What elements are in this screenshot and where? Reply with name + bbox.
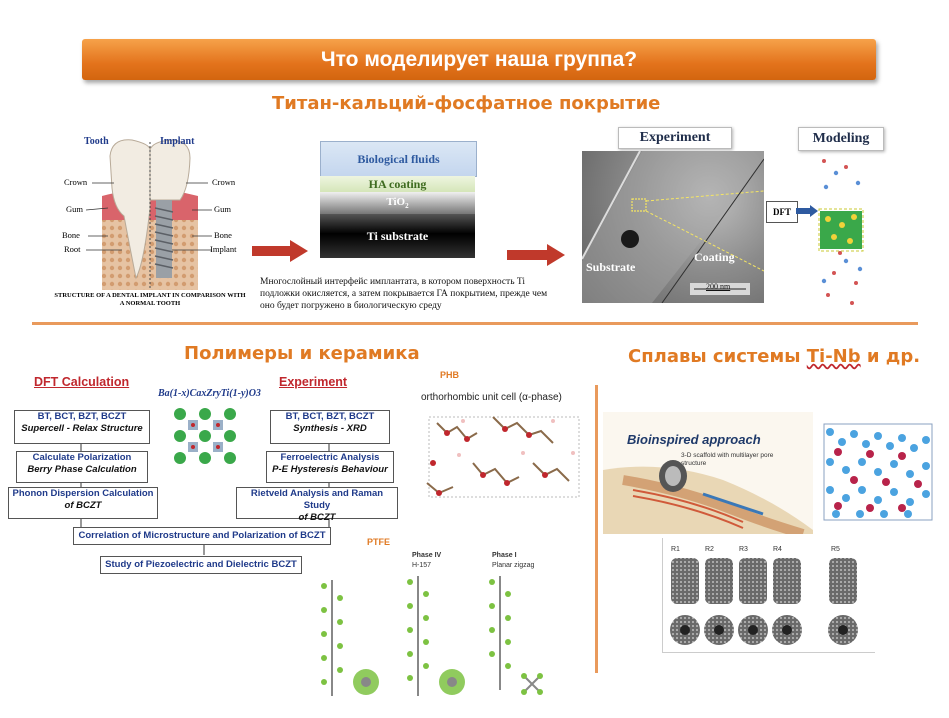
layer-biological-fluids: Biological fluids xyxy=(320,141,477,177)
left-label-root: Root xyxy=(64,244,81,254)
scaffold-label-r3: R3 xyxy=(739,546,748,553)
section-vertical-divider xyxy=(595,385,598,673)
tem-micrograph-panel: Experiment Substrate Coating 200 nm xyxy=(581,127,765,304)
slide-title-bar: Что моделирует наша группа? xyxy=(82,39,876,80)
section-title-polymers: Полимеры и керамика xyxy=(184,343,420,364)
tem-texture xyxy=(581,150,765,304)
modeling-label: Modeling xyxy=(798,127,884,151)
dft-calculation-heading: DFT Calculation xyxy=(34,375,130,389)
slide-title: Что моделирует наша группа? xyxy=(320,47,638,71)
arrow-right-icon xyxy=(252,240,308,262)
bczt-formula: Ba(1-x)CaxZryTi(1-y)O3 xyxy=(158,388,261,399)
phb-cell-label: orthorhombic unit cell (α-phase) xyxy=(421,392,562,403)
tem-image: Substrate Coating 200 nm xyxy=(581,150,765,304)
tooth-implant-figure: Tooth Implant Crown Gum Bone Root Crown … xyxy=(52,128,248,308)
phb-unit-cell-panel: orthorhombic unit cell (α-phase) xyxy=(413,392,593,510)
layer-ti-substrate: Ti substrate xyxy=(320,214,475,258)
scaffold-label-r5: R5 xyxy=(831,546,840,553)
modeling-panel: Modeling DFT xyxy=(764,127,884,309)
tooth-label: Tooth xyxy=(84,136,109,147)
scaffolds-panel: R1 R2 R3 R4 R5 xyxy=(662,538,875,653)
phb-molecule-structure xyxy=(426,416,580,498)
perovskite-structure-icon xyxy=(174,408,236,464)
experiment-label: Experiment xyxy=(618,127,732,149)
right-label-gum: Gum xyxy=(214,204,231,214)
section-divider xyxy=(32,322,918,325)
ptfe-chains xyxy=(321,576,543,696)
phase4-label: Phase IV xyxy=(412,552,442,559)
phase4-sub-label: H-157 xyxy=(412,562,432,569)
right-label-crown: Crown xyxy=(212,177,236,187)
left-label-crown: Crown xyxy=(64,177,88,187)
left-label-bone: Bone xyxy=(62,230,80,240)
bioinspired-title: Bioinspired approach xyxy=(627,432,761,447)
layer-fluids-label: Biological fluids xyxy=(357,151,440,166)
right-label-implant: Implant xyxy=(210,244,237,254)
tooth-implant-illustration xyxy=(85,139,212,290)
scaffold-note: 3-D scaffold with multilayer pore struct… xyxy=(681,452,774,467)
arrow-right-icon xyxy=(796,205,818,217)
scaffold-label-r4: R4 xyxy=(773,546,782,553)
tooth-figure-caption: STRUCTURE OF A DENTAL IMPLANT IN COMPARI… xyxy=(54,292,246,307)
bioinspired-panel: Bioinspired approach 3-D scaffold with m… xyxy=(603,412,813,534)
layer-tio2: TiO2 xyxy=(320,192,475,214)
phase1-label: Phase I xyxy=(492,552,517,559)
layer-ti-label: Ti substrate xyxy=(366,228,429,243)
scaffold-cylinders-illustration xyxy=(670,558,858,645)
section-title-coating: Титан-кальций-фосфатное покрытие xyxy=(272,93,661,114)
alloy-lattice-structure xyxy=(823,423,933,521)
flow-box-correlation: Correlation of Microstructure and Polari… xyxy=(73,527,331,545)
scaffold-label-r1: R1 xyxy=(671,546,680,553)
flow-box-piezoelectric: Study of Piezoelectric and Dielectric BC… xyxy=(100,556,302,574)
layer-ha-coating: HA coating xyxy=(320,176,475,192)
scaffold-label-r2: R2 xyxy=(705,546,714,553)
atomistic-model xyxy=(818,159,864,305)
phase1-sub-label: Planar zigzag xyxy=(492,562,535,569)
bone-scaffold-illustration xyxy=(603,460,813,534)
ptfe-label: PTFE xyxy=(367,537,391,547)
phb-label: PHB xyxy=(440,370,460,380)
coating-label: Coating xyxy=(694,250,735,264)
implant-label: Implant xyxy=(160,136,195,147)
interface-caption: Многослойный интерфейс имплантата, в кот… xyxy=(260,277,548,311)
scale-bar-label: 200 nm xyxy=(706,282,731,291)
experiment-heading: Experiment xyxy=(279,375,348,389)
left-label-gum: Gum xyxy=(66,204,83,214)
dft-label: DFT xyxy=(766,201,798,223)
substrate-label: Substrate xyxy=(586,260,636,274)
arrow-right-icon xyxy=(507,244,565,266)
layer-tio2-label: TiO2 xyxy=(386,195,409,211)
section-title-alloys: Сплавы системы Ti-Nb и др. xyxy=(628,346,921,367)
layer-stack: Biological fluids HA coating TiO2 Ti sub… xyxy=(320,141,477,259)
layer-ha-label: HA coating xyxy=(368,176,427,191)
right-label-bone: Bone xyxy=(214,230,232,240)
